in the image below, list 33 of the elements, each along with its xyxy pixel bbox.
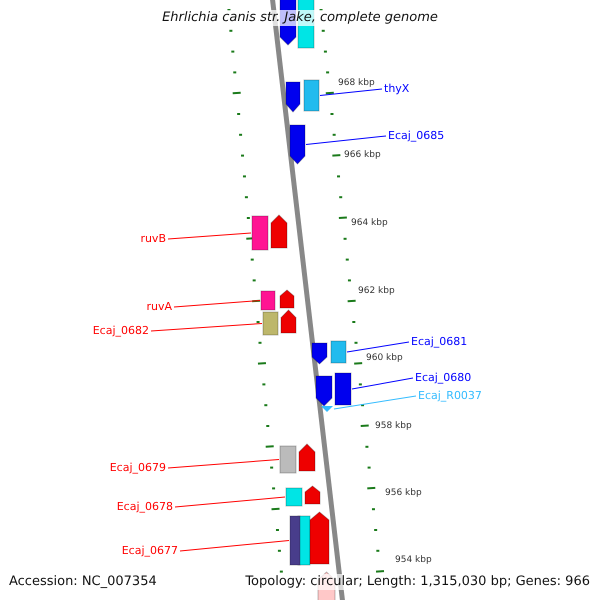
leader-line	[150, 323, 262, 332]
leader-line	[306, 136, 386, 145]
gene-label: Ecaj_0678	[116, 500, 173, 513]
scale-label: 954 kbp	[395, 555, 432, 566]
gene-label: Ecaj_0680	[415, 371, 472, 384]
gene-label: Ecaj_R0037	[418, 389, 482, 402]
gene-label: ruvB	[140, 232, 166, 245]
leader-line	[168, 459, 280, 468]
footer-text: Topology: circular; Length: 1,315,030 bp; Genes: 966	[245, 574, 590, 590]
gene-label: Ecaj_0681	[411, 335, 468, 348]
gene-label: thyX	[384, 82, 410, 95]
leader-line	[320, 88, 382, 96]
gene-label: Ecaj_0682	[92, 324, 149, 337]
scale-label: 956 kbp	[385, 488, 422, 499]
scale-label: 966 kbp	[344, 150, 381, 161]
gene-label: Ecaj_0679	[110, 461, 166, 474]
title: Ehrlichia canis str. Jake, complete genome	[162, 10, 438, 26]
leader-line	[346, 342, 410, 352]
gene-label: Ecaj_0685	[388, 129, 444, 142]
leader-line	[174, 496, 286, 508]
gene-label: Ecaj_0677	[122, 544, 178, 557]
leader-line	[174, 300, 260, 308]
leader-line	[168, 232, 252, 240]
scale-label: 968 kbp	[338, 78, 375, 89]
footer-text: Accession: NC_007354	[9, 574, 157, 590]
gene-label: ruvA	[146, 300, 172, 313]
scale-label: 962 kbp	[358, 286, 395, 297]
scale-label: 958 kbp	[375, 421, 412, 432]
scale-label: 964 kbp	[351, 218, 388, 229]
leader-line	[352, 378, 414, 390]
scale-label: 960 kbp	[366, 353, 403, 364]
leader-line	[334, 396, 416, 410]
leader-line	[180, 540, 290, 552]
